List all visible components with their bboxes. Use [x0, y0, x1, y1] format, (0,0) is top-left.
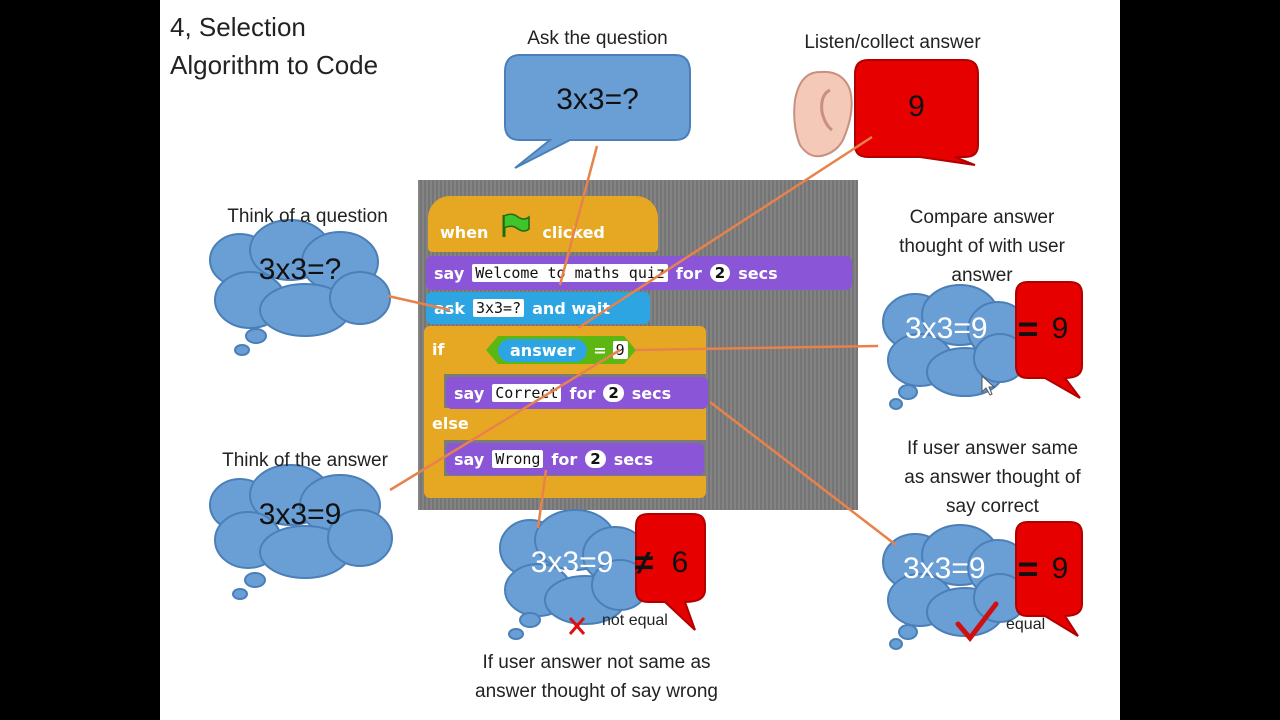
think-answer-cloud	[209, 464, 393, 600]
secs-label: secs	[613, 449, 654, 469]
cross-icon	[568, 617, 586, 635]
tick-icon	[955, 601, 999, 642]
listen-speech-bubble	[854, 59, 979, 166]
when-flag-clicked-block[interactable]: when clicked	[428, 196, 658, 252]
correct-red-bubble	[1015, 521, 1083, 637]
compare-value-field[interactable]: 9	[613, 341, 628, 359]
wrong-red-bubble	[635, 513, 706, 631]
ask-and-wait-block[interactable]: ask 3x3=? and wait	[426, 292, 650, 324]
title-line-1: 4, Selection	[170, 12, 306, 42]
if-label: if	[432, 340, 445, 359]
for-label: for	[569, 383, 596, 403]
compare-cloud	[882, 284, 1029, 410]
for-label: for	[551, 449, 578, 469]
compare-caption: Compare answer thought of with user answ…	[872, 203, 1092, 290]
and-wait-label: and wait	[532, 298, 611, 318]
compare-thought-text: 3x3=9	[905, 312, 988, 345]
say-welcome-text-field[interactable]: Welcome to maths quiz	[472, 264, 668, 282]
correct-user-text: 9	[1051, 552, 1069, 585]
say-label: say	[434, 263, 465, 283]
wrong-caption-line: answer thought of say wrong	[475, 681, 718, 702]
correct-case-caption: If user answer same as answer thought of…	[880, 434, 1105, 521]
ask-label: ask	[434, 298, 465, 318]
for-label: for	[675, 263, 702, 283]
correct-case-cloud	[882, 524, 1029, 650]
say-label: say	[454, 383, 485, 403]
correct-caption-line: say correct	[946, 496, 1039, 517]
wrong-case-cloud	[499, 509, 649, 640]
ask-speech-bubble	[504, 54, 691, 169]
equals-sign: =	[593, 340, 607, 360]
wrong-caption-line: If user answer not same as	[482, 652, 711, 673]
think-answer-caption: Think of the answer	[222, 450, 388, 471]
compare-caption-line: Compare answer	[909, 207, 1055, 228]
else-label: else	[432, 414, 469, 433]
compare-caption-line: thought of with user	[899, 236, 1065, 257]
equals-condition[interactable]: answer = 9	[486, 336, 636, 364]
green-flag-icon	[498, 212, 532, 242]
ask-bubble-text: 3x3=?	[556, 83, 639, 116]
ask-caption: Ask the question	[527, 28, 668, 49]
correct-operator: =	[1017, 548, 1039, 589]
correct-caption-line: If user answer same	[906, 438, 1079, 459]
say-wrong-block[interactable]: say Wrong for 2 secs	[446, 443, 704, 475]
title-line-2: Algorithm to Code	[170, 50, 379, 80]
not-equal-label: not equal	[602, 612, 668, 629]
secs-label: secs	[738, 263, 778, 283]
compare-red-bubble	[1015, 281, 1083, 399]
think-answer-bubble-text: 3x3=9	[258, 498, 342, 531]
wrong-case-caption: If user answer not same as answer though…	[430, 648, 763, 706]
cursor-icon	[981, 374, 996, 396]
say-correct-secs-field[interactable]: 2	[603, 384, 624, 402]
wrong-user-text: 6	[671, 546, 689, 579]
wrong-operator: ≠	[634, 544, 654, 582]
slide: 4, Selection Algorithm to Code when clic…	[160, 0, 1120, 720]
compare-operator: =	[1017, 308, 1039, 349]
compare-caption-line: answer	[951, 265, 1013, 286]
say-wrong-secs-field[interactable]: 2	[585, 450, 606, 468]
listen-caption: Listen/collect answer	[804, 32, 981, 53]
say-welcome-secs-field[interactable]: 2	[709, 264, 731, 282]
think-question-bubble-text: 3x3=?	[258, 253, 342, 286]
connector-lines	[387, 135, 897, 546]
say-welcome-block[interactable]: say Welcome to maths quiz for 2 secs	[426, 256, 852, 290]
slide-title: 4, Selection Algorithm to Code	[170, 8, 378, 84]
diagram-shapes	[209, 54, 1083, 650]
compare-user-text: 9	[1051, 312, 1069, 345]
equal-label: equal	[1006, 616, 1046, 633]
think-question-cloud	[209, 219, 391, 356]
listen-bubble-text: 9	[908, 90, 925, 123]
wrong-thought-text: 3x3=9	[530, 546, 614, 579]
answer-reporter[interactable]: answer	[498, 339, 587, 362]
ear-icon	[793, 70, 853, 158]
ask-question-field[interactable]: 3x3=?	[472, 299, 525, 317]
think-question-caption: Think of a question	[227, 206, 388, 227]
secs-label: secs	[631, 383, 672, 403]
correct-thought-text: 3x3=9	[903, 552, 986, 585]
when-label: when	[440, 223, 489, 242]
correct-caption-line: as answer thought of	[904, 467, 1081, 488]
say-label: say	[454, 449, 485, 469]
say-wrong-text-field[interactable]: Wrong	[492, 450, 544, 468]
